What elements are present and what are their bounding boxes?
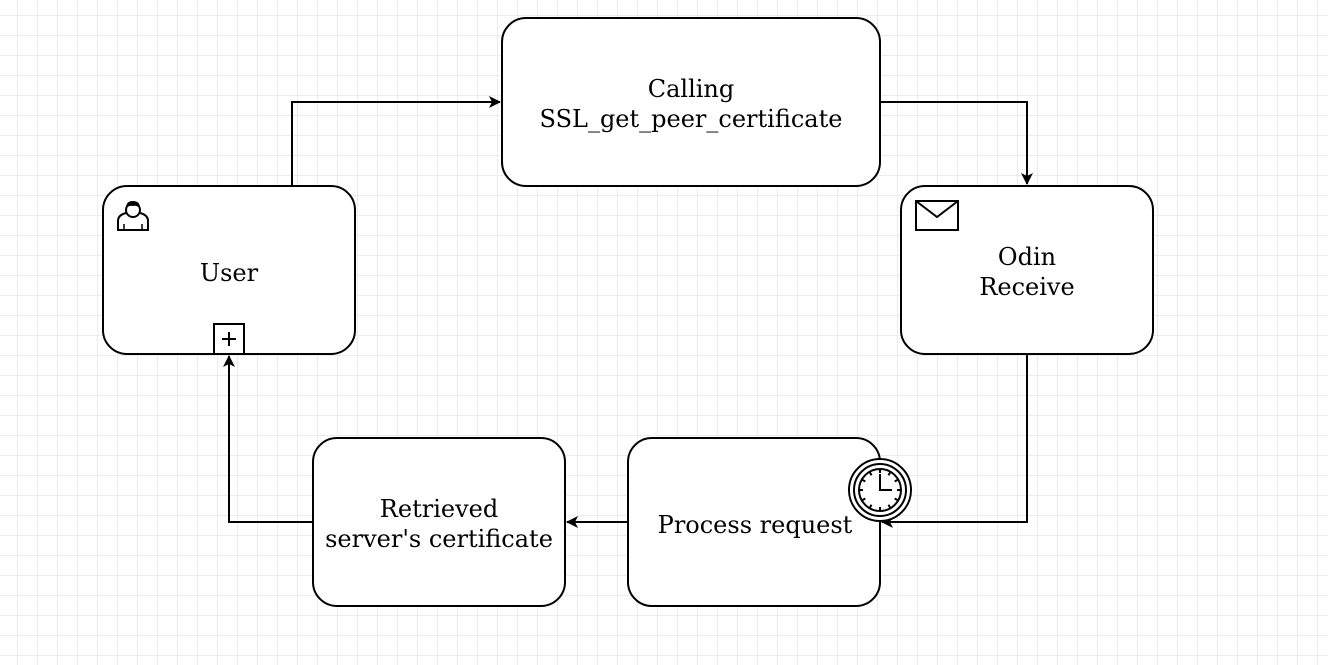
task-user[interactable]: User [102, 185, 356, 355]
task-calling-ssl[interactable]: Calling SSL_get_peer_certificate [501, 17, 881, 187]
task-retrieved-certificate[interactable]: Retrieved server's certificate [312, 437, 566, 607]
task-calling-label-line2: SSL_get_peer_certificate [540, 105, 843, 133]
task-retrieved-label-line2: server's certificate [325, 525, 553, 553]
task-odin-label-line1: Odin [998, 243, 1056, 271]
clock-icon[interactable] [848, 458, 912, 522]
edge-user-to-calling[interactable] [291, 96, 501, 186]
task-odin-receive[interactable]: Odin Receive [900, 185, 1154, 355]
edge-odin-to-process[interactable] [881, 354, 1028, 528]
plus-square-icon[interactable] [213, 323, 245, 355]
envelope-icon [915, 200, 959, 231]
task-calling-label-line1: Calling [648, 75, 735, 103]
task-user-label: User [200, 259, 259, 287]
task-process-request[interactable]: Process request [627, 437, 881, 607]
task-process-label: Process request [658, 511, 853, 539]
task-odin-label-line2: Receive [979, 273, 1074, 301]
edge-retrieved-to-user[interactable] [223, 355, 313, 523]
task-retrieved-label-line1: Retrieved [380, 495, 498, 523]
user-icon [117, 201, 149, 231]
edge-calling-to-odin[interactable] [880, 101, 1033, 185]
